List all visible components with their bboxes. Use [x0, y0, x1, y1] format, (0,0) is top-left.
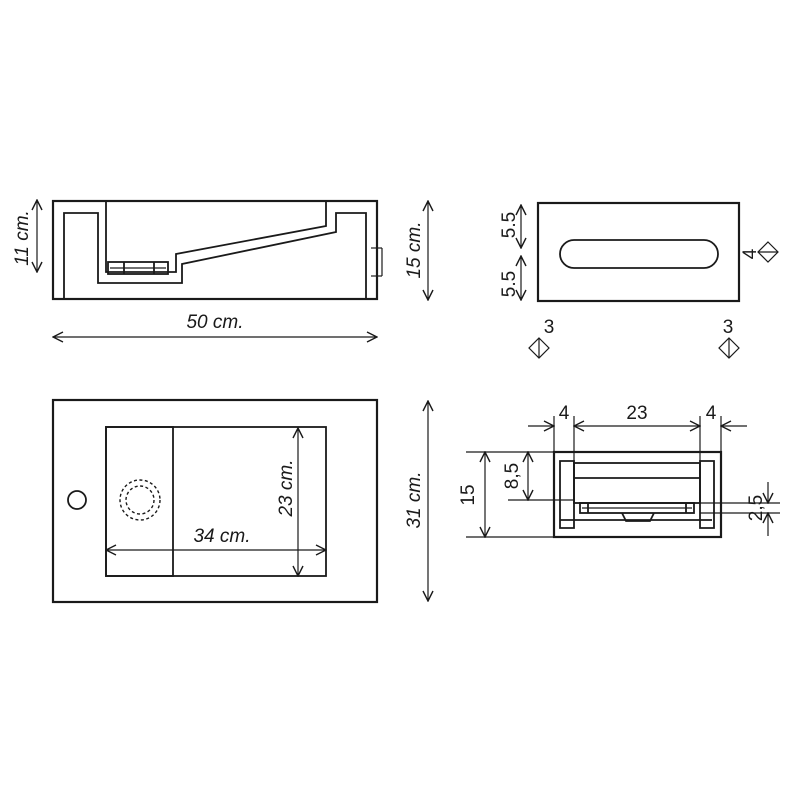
section-basin — [573, 462, 701, 504]
top-outline — [51, 398, 379, 604]
height-left-label: 11 cm. — [12, 210, 33, 266]
right-inset-label: 3 — [723, 317, 734, 338]
basin-width-label: 34 cm. — [193, 526, 250, 547]
drain-tray — [105, 426, 174, 577]
height-right-label: 15 cm. — [404, 221, 425, 278]
floor-label: 2,5 — [746, 495, 767, 521]
basin-height-label: 8,5 — [502, 463, 523, 489]
right-wall-label: 4 — [706, 403, 717, 424]
depth-label: 31 cm. — [404, 471, 425, 528]
lower-gap-label: 5.5 — [499, 271, 520, 297]
slot-height-label: 4 — [740, 248, 761, 259]
top-view: 23 cm. 34 cm. 31 cm. — [51, 398, 428, 604]
side-outline — [536, 201, 741, 303]
section-floor — [579, 502, 695, 514]
side-view: 5.5 5.5 4 3 3 — [499, 201, 779, 359]
drain-inner-circle — [125, 485, 155, 515]
drain-insert — [107, 261, 169, 275]
drain-outer-circle — [119, 479, 161, 521]
left-wall-label: 4 — [559, 403, 570, 424]
upper-gap-label: 5.5 — [499, 212, 520, 238]
tap-hole — [67, 490, 87, 510]
section-outline — [552, 450, 723, 539]
left-inset-label: 3 — [544, 317, 555, 338]
total-height-label: 15 — [458, 484, 479, 505]
basin-depth-label: 23 cm. — [276, 459, 297, 517]
basin-inner-profile — [105, 201, 327, 273]
inner-width-label: 23 — [626, 403, 647, 424]
overflow-slot — [559, 239, 719, 269]
cross-section-view: 4 23 4 15 8,5 2,5 — [458, 403, 780, 539]
basin-profile — [63, 212, 367, 299]
front-outline — [51, 199, 379, 301]
front-section-view: 11 cm. 15 cm. 50 cm. — [12, 200, 428, 337]
width-label: 50 cm. — [186, 312, 243, 333]
